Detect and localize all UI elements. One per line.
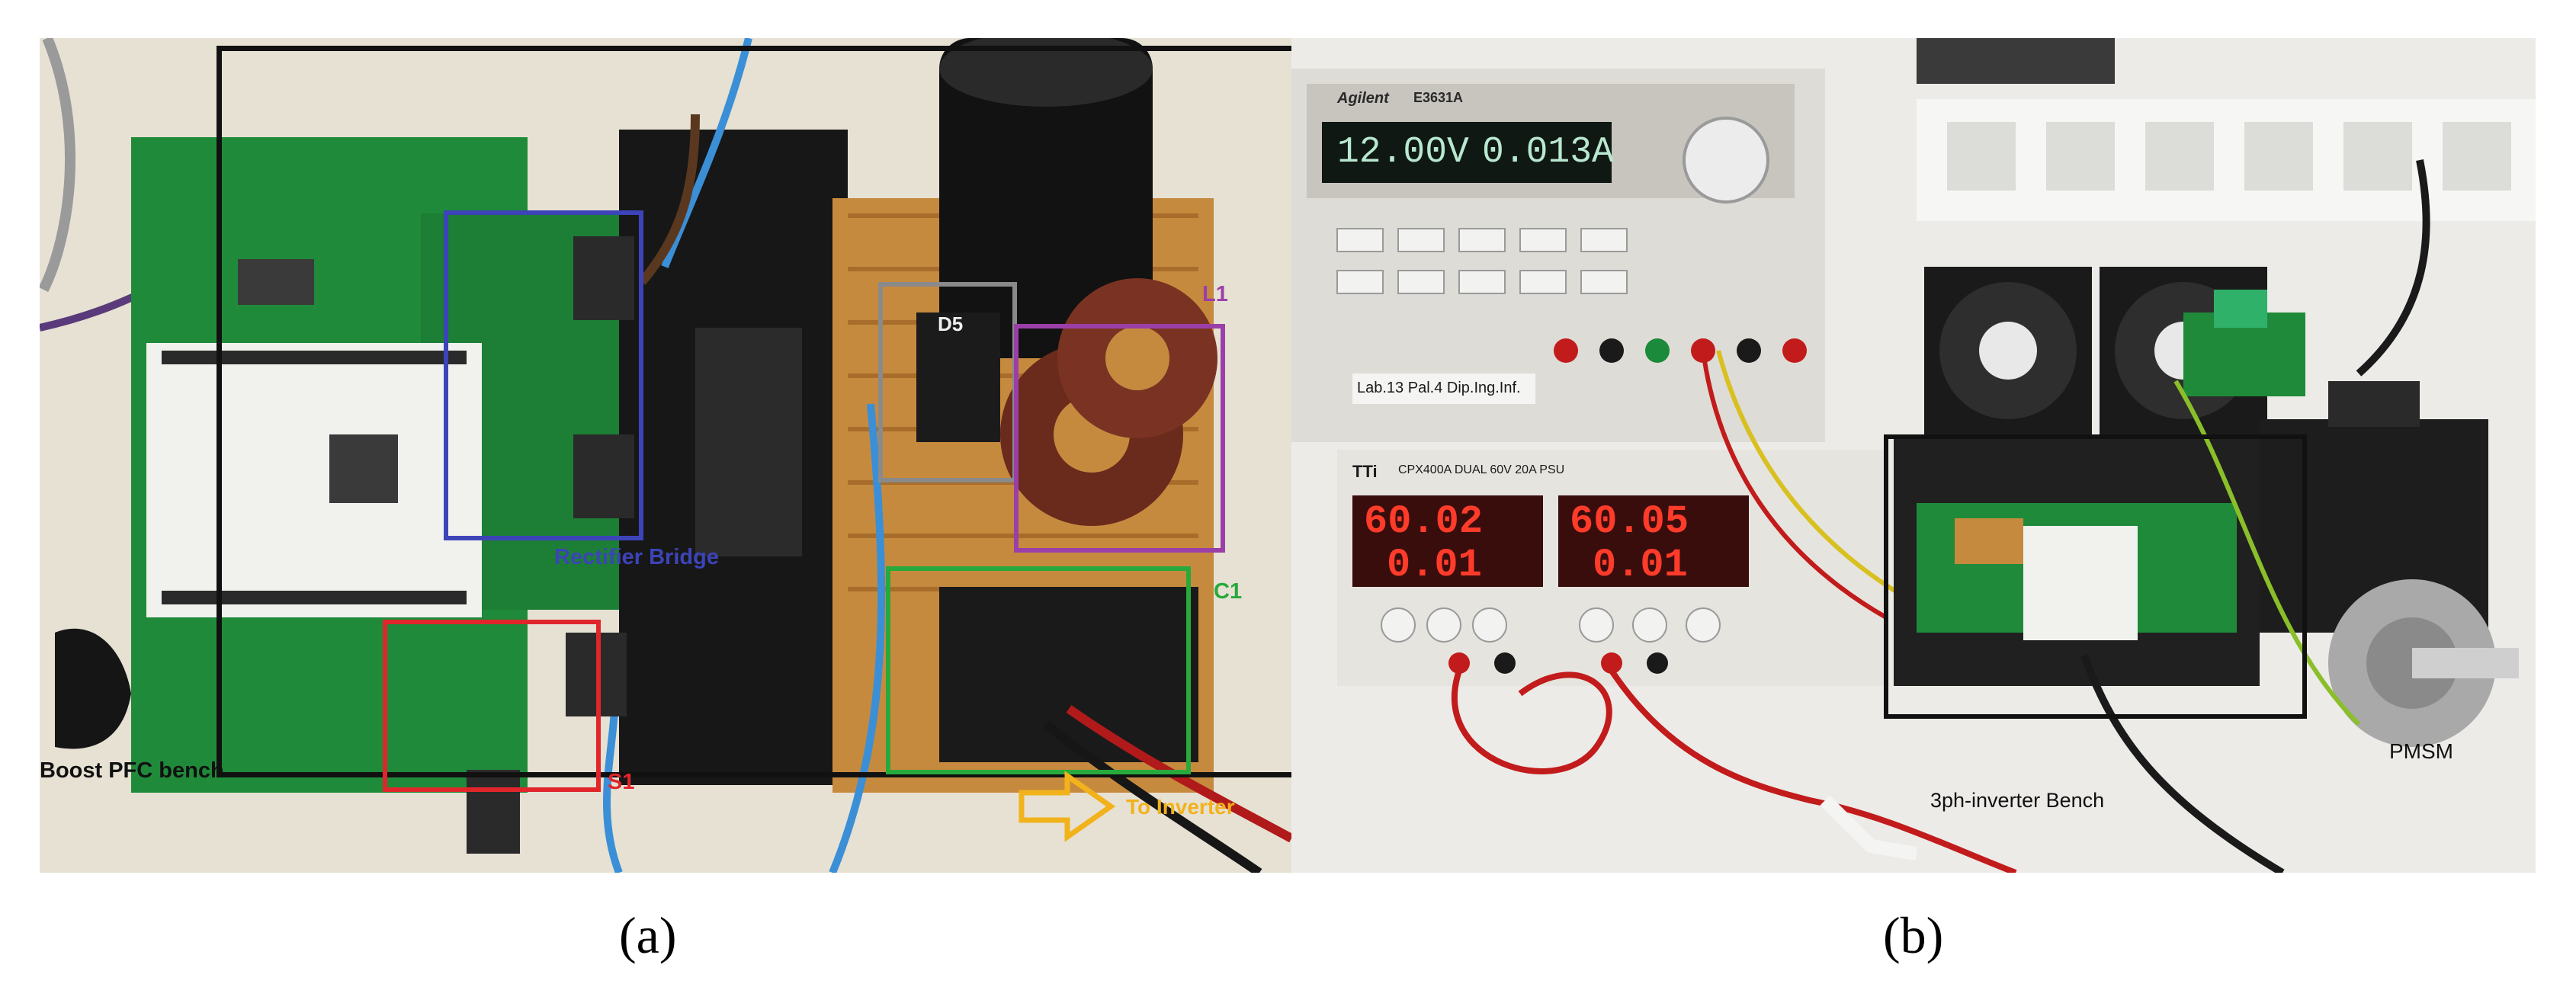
- inverter-bench-box: [1884, 434, 2307, 719]
- agilent-bench-label: Lab.13 Pal.4 Dip.Ing.Inf.: [1357, 380, 1521, 396]
- photo-panel-b: Agilent E3631A 12.00V 0.013A Lab.13 Pal.…: [1291, 38, 2536, 873]
- label-to-inverter: To Inverter: [1126, 795, 1235, 819]
- agilent-voltage-display: 12.00V: [1337, 132, 1469, 173]
- tti-ch2-current: 0.01: [1593, 543, 1688, 588]
- tti-brand: TTi: [1352, 462, 1378, 481]
- caption-b: (b): [1883, 906, 1944, 964]
- label-3ph-inverter-bench: 3ph-inverter Bench: [1930, 789, 2105, 812]
- bench-outline-box: [217, 46, 1291, 777]
- label-pmsm: PMSM: [2389, 739, 2453, 763]
- label-rectifier-bridge: Rectifier Bridge: [554, 545, 719, 569]
- capacitor-box: [886, 566, 1191, 774]
- tti-ch1-current: 0.01: [1387, 543, 1482, 588]
- caption-a: (a): [619, 906, 677, 964]
- label-d5: D5: [938, 313, 964, 335]
- agilent-model: E3631A: [1413, 90, 1464, 105]
- inductor-box: [1014, 324, 1225, 553]
- label-s1: S1: [608, 770, 635, 794]
- tti-ch2-voltage: 60.05: [1570, 499, 1689, 544]
- label-c1: C1: [1214, 579, 1243, 604]
- switch-box: [383, 620, 601, 792]
- to-inverter-arrow: [1019, 771, 1116, 842]
- inverter-bench-photo: [1291, 38, 2536, 873]
- agilent-current-display: 0.013A: [1482, 132, 1614, 173]
- agilent-brand: Agilent: [1337, 90, 1389, 107]
- boost-pfc-photo: [40, 38, 1291, 873]
- label-boost-pfc-bench: Boost PFC bench: [40, 758, 224, 783]
- label-l1: L1: [1202, 282, 1228, 306]
- rectifier-bridge-box: [444, 210, 643, 540]
- tti-model: CPX400A DUAL 60V 20A PSU: [1398, 463, 1565, 476]
- tti-ch1-voltage: 60.02: [1364, 499, 1484, 544]
- photo-panel-a: Boost PFC bench Rectifier Bridge D5 L1 C…: [40, 38, 1291, 873]
